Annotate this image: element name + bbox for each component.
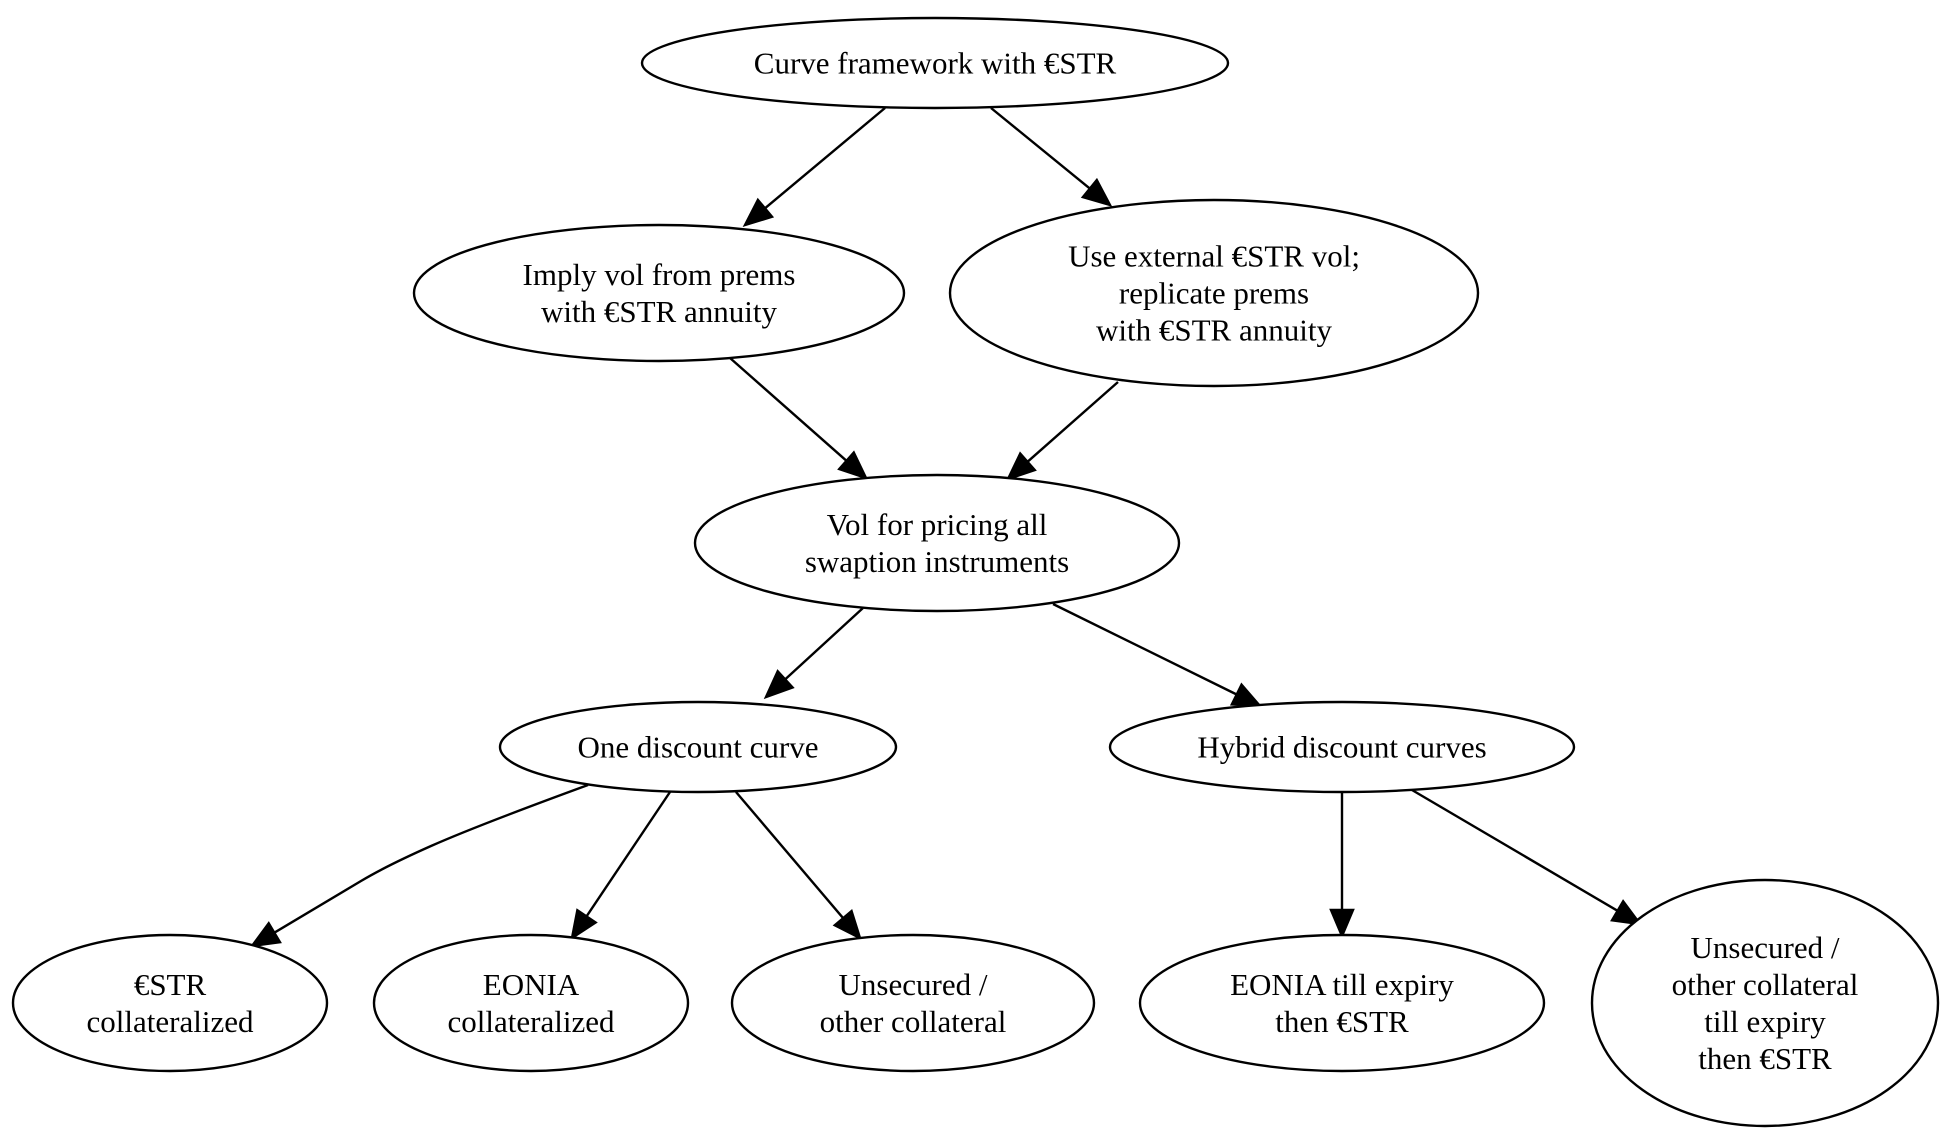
- node-label-line: EONIA till expiry: [1230, 967, 1454, 1002]
- edge-line: [1411, 788, 1619, 912]
- edge-hybrid_discount-to-unsecured_till: [1411, 788, 1643, 926]
- node-label-line: Curve framework with €STR: [754, 46, 1117, 81]
- node-ellipse: [693, 473, 1181, 613]
- arrowhead: [249, 921, 282, 948]
- arrowhead: [763, 669, 795, 700]
- node-label-line: One discount curve: [577, 730, 818, 765]
- arrowhead: [1610, 899, 1643, 926]
- edge-line: [784, 607, 864, 681]
- edge-external_vol-to-vol_pricing: [1005, 381, 1119, 482]
- node-label-line: till expiry: [1704, 1004, 1826, 1039]
- edge-vol_pricing-to-one_discount: [763, 607, 864, 700]
- node-label-line: collateralized: [448, 1004, 615, 1039]
- node-label-line: with €STR annuity: [541, 294, 777, 329]
- edge-line: [1052, 602, 1238, 696]
- arrowhead: [742, 197, 775, 227]
- edge-line: [990, 107, 1091, 190]
- node-one-discount: One discount curve: [498, 700, 898, 794]
- arrowhead: [1329, 908, 1355, 940]
- nodes-layer: Curve framework with €STR Imply vol from …: [11, 16, 1940, 1128]
- arrowhead: [832, 908, 862, 941]
- node-label-line: other collateral: [1672, 967, 1859, 1002]
- edge-line: [735, 791, 845, 919]
- node-label-line: €STR: [134, 967, 207, 1002]
- node-label-line: Use external €STR vol;: [1068, 239, 1360, 274]
- node-ellipse: [1108, 700, 1576, 794]
- edge-framework-to-imply_vol: [742, 107, 886, 227]
- edge-vol_pricing-to-hybrid_discount: [1052, 602, 1263, 708]
- node-ellipse: [1590, 878, 1940, 1128]
- node-label-line: collateralized: [87, 1004, 254, 1039]
- edge-line: [585, 791, 671, 918]
- node-unsecured: Unsecured /other collateral: [730, 933, 1096, 1073]
- node-ellipse: [730, 933, 1096, 1073]
- node-label-line: EONIA: [483, 967, 580, 1002]
- edge-line: [729, 357, 848, 462]
- node-ellipse: [1138, 933, 1546, 1073]
- edge-line: [273, 783, 589, 934]
- arrowhead: [570, 908, 598, 941]
- node-label-line: replicate prems: [1119, 276, 1309, 311]
- node-label-line: swaption instruments: [805, 544, 1069, 579]
- node-label-line: Imply vol from prems: [523, 257, 796, 292]
- arrowhead: [837, 450, 869, 481]
- node-label-line: Hybrid discount curves: [1197, 730, 1486, 765]
- node-ellipse: [498, 700, 898, 794]
- edge-hybrid_discount-to-eonia_till: [1329, 792, 1355, 940]
- node-hybrid-discount: Hybrid discount curves: [1108, 700, 1576, 794]
- edge-one_discount-to-estr_coll: [249, 783, 589, 948]
- node-label-line: Unsecured /: [839, 967, 988, 1002]
- node-external-vol: Use external €STR vol;replicate premswit…: [948, 198, 1480, 388]
- edge-imply_vol-to-vol_pricing: [729, 357, 869, 481]
- node-label-line: other collateral: [820, 1004, 1007, 1039]
- node-label-line: then €STR: [1275, 1004, 1409, 1039]
- node-ellipse: [948, 198, 1480, 388]
- node-label-line: with €STR annuity: [1096, 313, 1332, 348]
- node-label-line: then €STR: [1698, 1041, 1832, 1076]
- arrowhead: [1005, 451, 1037, 482]
- edge-one_discount-to-unsecured: [735, 791, 862, 941]
- node-ellipse: [372, 933, 690, 1073]
- edge-one_discount-to-eonia_coll: [570, 791, 671, 941]
- node-label-line: Unsecured /: [1691, 930, 1840, 965]
- edge-line: [1026, 381, 1119, 463]
- node-ellipse: [412, 223, 906, 363]
- edge-framework-to-external_vol: [990, 107, 1113, 207]
- edge-line: [764, 107, 886, 210]
- node-ellipse: [11, 933, 329, 1073]
- arrowhead: [1080, 177, 1113, 207]
- node-ellipse: [640, 16, 1230, 110]
- arrowhead: [1229, 682, 1263, 708]
- node-label-line: Vol for pricing all: [827, 507, 1048, 542]
- node-framework: Curve framework with €STR: [640, 16, 1230, 110]
- edges-layer: [249, 107, 1643, 948]
